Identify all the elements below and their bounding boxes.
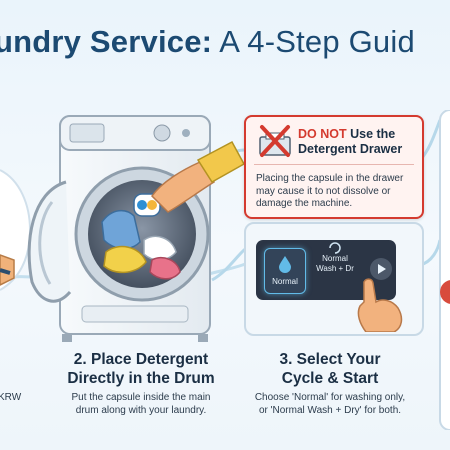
title-bold: undry Service: (0, 24, 213, 59)
warning-head-line2: Detergent Drawer (298, 142, 403, 156)
normal-cycle-button[interactable]: Normal (264, 248, 306, 294)
title-light: A 4-Step Guid (219, 24, 415, 59)
wash-dry-line1: Normal (322, 254, 348, 263)
hand-icon (0, 254, 15, 286)
step4-partial-card (439, 110, 450, 430)
wash-dry-line2: Wash + Dr (316, 264, 354, 273)
do-not-label: DO NOT (298, 127, 347, 141)
play-icon (378, 264, 386, 274)
warning-head-rest: Use the (350, 127, 396, 141)
page-title: undry Service: A 4-Step Guid (0, 24, 415, 60)
control-panel-card: Normal Normal Wash + Dr (244, 222, 424, 336)
warning-body: Placing the capsule in the drawer may ca… (256, 173, 404, 209)
start-button[interactable] (370, 258, 392, 280)
step1-partial-text: KRW (0, 392, 22, 403)
step1-partial-card (0, 169, 32, 291)
wash-dry-cycle-button[interactable]: Normal Wash + Dr (308, 254, 362, 274)
control-screen: Normal Normal Wash + Dr (256, 240, 396, 300)
step3-line1: 3. Select Your (279, 351, 381, 368)
open-door (27, 180, 72, 303)
step3-heading: 3. Select Your Cycle & Start (240, 350, 420, 388)
step3-description: Choose 'Normal' for washing only, or 'No… (240, 392, 420, 417)
step3-line2: Cycle & Start (281, 370, 379, 387)
step2-line1: 2. Place Detergent (73, 351, 209, 368)
step2-desc-line1: Put the capsule inside the main (71, 392, 211, 403)
step3-desc-line1: Choose 'Normal' for washing only, (254, 392, 406, 403)
step3-desc-line2: or 'Normal Wash + Dry' for both. (258, 404, 402, 416)
step2-heading: 2. Place Detergent Directly in the Drum (46, 350, 236, 388)
hand-icon (151, 161, 216, 213)
warning-card: DO NOT Use the Detergent Drawer Placing … (244, 115, 424, 219)
step2-line2: Directly in the Drum (67, 370, 215, 387)
red-circle-icon (440, 280, 450, 304)
water-drop-icon (279, 256, 291, 273)
detergent-capsule-icon (133, 193, 161, 217)
warning-heading: DO NOT Use the Detergent Drawer (298, 127, 402, 157)
step2-desc-line2: drum along with your laundry. (75, 404, 207, 416)
detergent-drawer-crossed-icon (259, 125, 291, 157)
wash-cycle-icon (329, 242, 341, 254)
step2-description: Put the capsule inside the main drum alo… (46, 392, 236, 417)
pointing-hand-icon (357, 278, 403, 332)
washing-machine-illustration (27, 115, 246, 342)
dial-icon (153, 124, 171, 142)
warning-divider (254, 164, 414, 165)
normal-cycle-label: Normal (272, 277, 298, 286)
